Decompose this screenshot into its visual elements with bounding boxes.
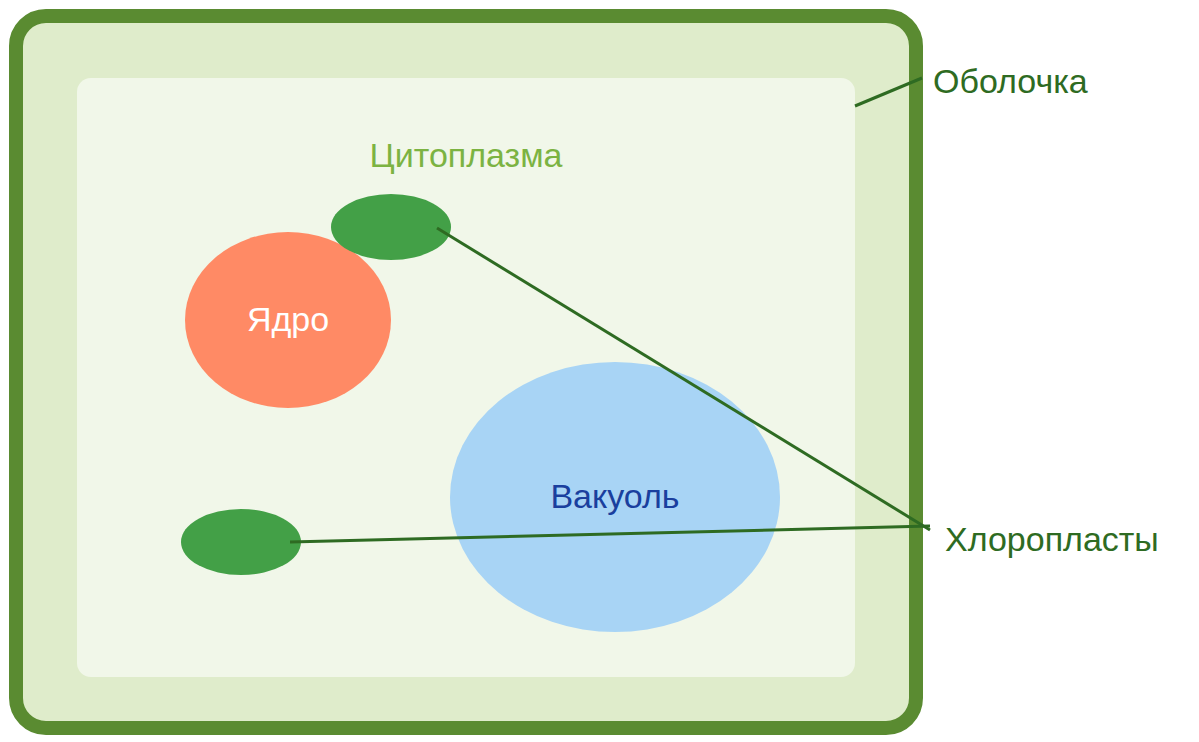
chloroplast	[181, 509, 301, 575]
chloroplast	[331, 194, 451, 260]
ellipse-fill	[185, 232, 391, 408]
node-text: Ядро	[247, 300, 329, 339]
rect-fill	[77, 78, 855, 677]
node-text: Вакуоль	[550, 477, 679, 516]
vacuole-ellipse: Вакуоль	[450, 362, 780, 632]
cytoplasm-region: ЦитоплазмаЯдроВакуоль	[77, 78, 855, 677]
leader-line	[437, 228, 930, 530]
leader-line	[290, 526, 930, 542]
nucleus-circle: Ядро	[185, 232, 391, 408]
leader-line	[855, 78, 922, 106]
node-text: Цитоплазма	[370, 136, 563, 175]
part-label: Оболочка	[933, 62, 1088, 101]
cell-wall-outline	[16, 16, 916, 728]
ellipse-fill	[450, 362, 780, 632]
part-label: Хлоропласты	[945, 520, 1159, 559]
